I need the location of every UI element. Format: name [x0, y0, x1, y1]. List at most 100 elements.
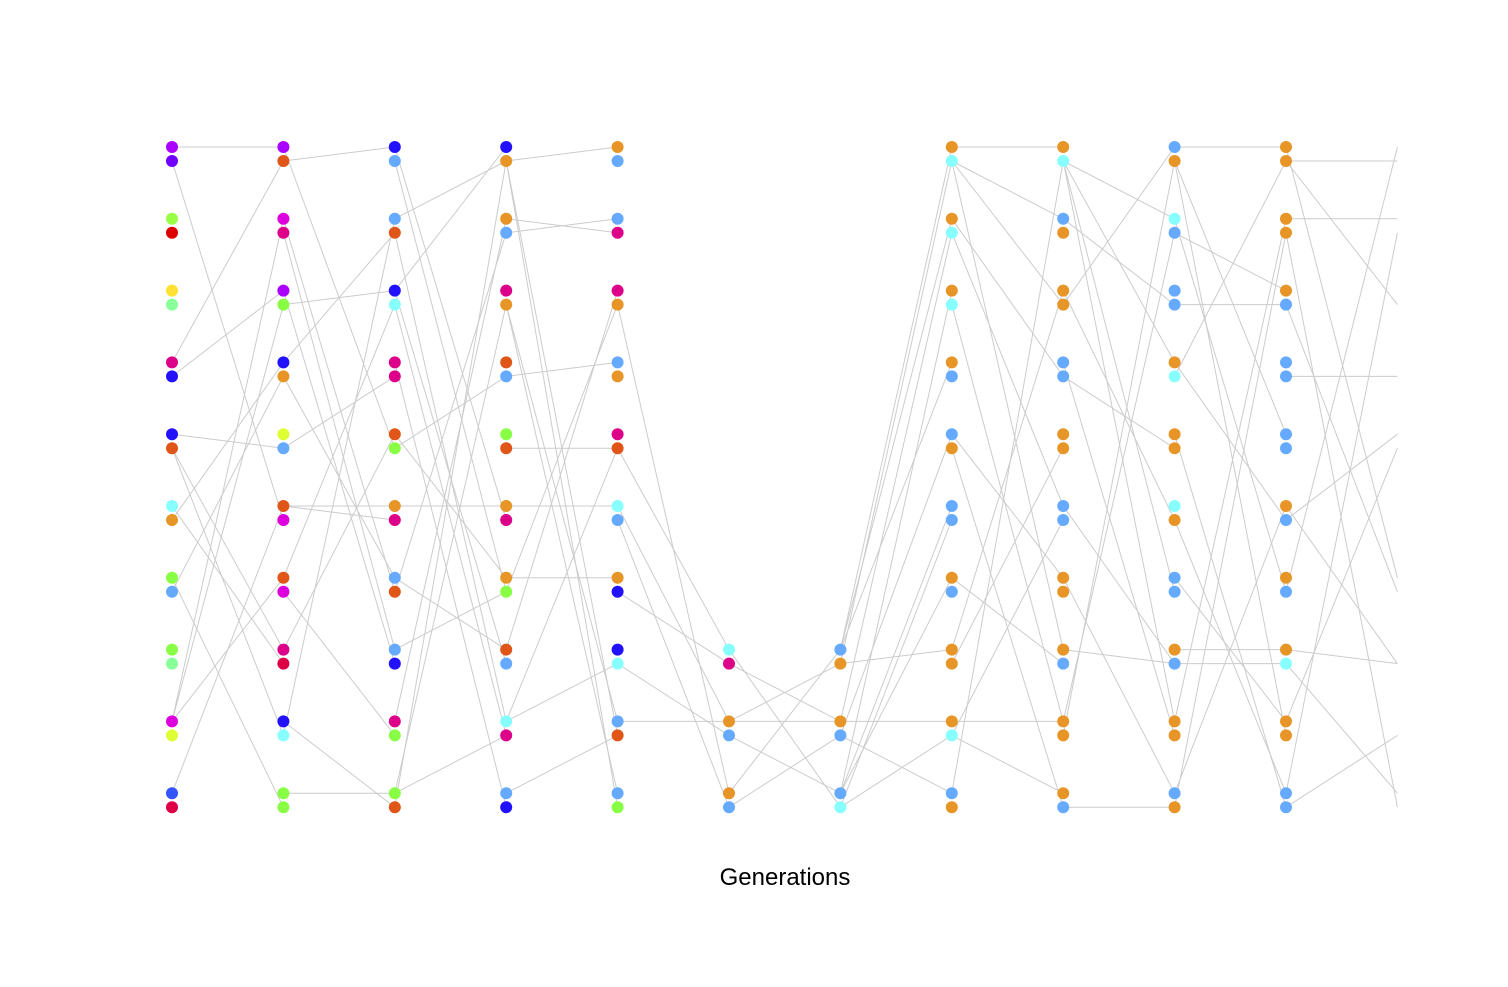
individual-dot [945, 514, 958, 526]
individual-dot [1057, 284, 1070, 297]
individual-dot [388, 428, 401, 441]
lineage-line [840, 649, 952, 665]
individual-dot [1168, 155, 1181, 167]
individual-dot [500, 715, 513, 728]
individual-dot [500, 571, 513, 584]
individual-dot [388, 442, 401, 455]
individual-dot [1168, 141, 1181, 153]
individual-dot [1168, 657, 1181, 670]
individual-dot [1168, 356, 1181, 369]
individual-dot [277, 787, 290, 800]
lineage-line [839, 577, 953, 794]
individual-dot [166, 442, 178, 455]
individual-dot [277, 715, 290, 728]
individual-dot [945, 571, 958, 584]
lineage-line [728, 734, 841, 808]
individual-dot [945, 370, 958, 383]
individual-dot [500, 226, 513, 239]
individual-dot [1280, 657, 1292, 670]
individual-dot [611, 212, 624, 225]
individual-dot [1168, 787, 1181, 800]
lineage-line [171, 505, 284, 794]
lineage-line [1062, 362, 1176, 736]
lineage-line [728, 649, 841, 808]
lineage-line [1285, 663, 1398, 794]
individual-dot [945, 298, 958, 311]
lineage-line [394, 232, 507, 592]
lineage-line [394, 734, 507, 794]
individual-dot [500, 370, 513, 383]
individual-dot [277, 212, 290, 225]
lineage-line [282, 218, 396, 736]
individual-dot [945, 657, 958, 670]
individual-dot [1280, 585, 1292, 598]
lineage-line [171, 160, 284, 521]
lineage-line [1285, 433, 1398, 521]
lineage-line [505, 304, 619, 794]
lineage-line [839, 519, 953, 808]
lineage-line [1285, 649, 1398, 665]
individual-dot [834, 715, 847, 728]
individual-dot [500, 657, 513, 670]
lineage-line [1174, 519, 1287, 794]
individual-dot [611, 155, 624, 167]
individual-dot [611, 500, 624, 512]
individual-dot [611, 442, 624, 455]
lineage-line [1174, 362, 1287, 521]
individual-dot [500, 787, 513, 800]
individual-dot [1280, 428, 1292, 441]
lineage-line [283, 505, 395, 521]
individual-dot [277, 141, 290, 153]
lineage-line [1062, 218, 1175, 305]
individual-dot [1280, 571, 1292, 584]
individual-dot [166, 571, 178, 584]
lineage-line [171, 505, 284, 664]
lineage-line [839, 146, 953, 650]
individual-dot [277, 657, 290, 670]
individual-dot [277, 500, 290, 512]
individual-dot [277, 514, 290, 526]
lineage-line [839, 290, 953, 794]
individual-dot [388, 715, 401, 728]
individual-dot [388, 356, 401, 369]
individual-dot [166, 370, 178, 383]
individual-dot [277, 442, 290, 455]
individual-dot [945, 356, 958, 369]
individual-dot [1168, 442, 1181, 455]
individual-dot [834, 657, 847, 670]
individual-dot [834, 643, 847, 656]
individual-dot [1057, 442, 1070, 455]
individual-dot [1280, 298, 1292, 311]
individual-dot [388, 729, 401, 742]
lineage-line [728, 649, 841, 794]
individual-dot [1280, 370, 1292, 383]
lineage-line [951, 218, 1064, 377]
individual-dot [723, 801, 735, 814]
individual-dot [1057, 155, 1070, 167]
individual-dot [945, 585, 958, 598]
individual-dot [1280, 729, 1292, 742]
lineage-line [1174, 160, 1287, 736]
lineage-line [951, 304, 1064, 722]
individual-dot [1280, 356, 1292, 369]
individual-dot [1057, 514, 1070, 526]
individual-dot [166, 801, 178, 814]
individual-dot [611, 141, 624, 153]
lineage-line [1174, 232, 1287, 808]
lineage-line [1285, 160, 1398, 305]
individual-dot [723, 729, 735, 742]
lineage-lines [171, 146, 1398, 808]
lineage-line [171, 218, 284, 722]
individual-dot [166, 715, 178, 728]
individual-dot [1057, 141, 1070, 153]
individual-dot [1280, 155, 1292, 167]
individual-dot [388, 657, 401, 670]
individual-dot [166, 514, 178, 526]
individual-dot [500, 801, 513, 814]
individual-dot [388, 514, 401, 526]
individual-dot [834, 801, 847, 814]
lineage-line [617, 663, 730, 736]
lineage-line [1285, 448, 1398, 722]
individual-dot [611, 428, 624, 441]
